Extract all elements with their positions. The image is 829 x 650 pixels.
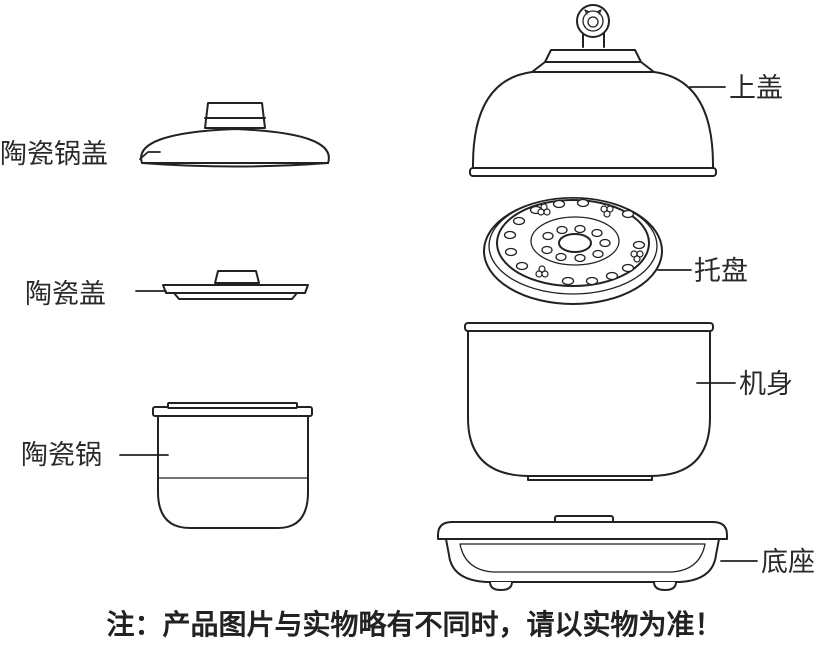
- label-ceramic-pot-lid: 陶瓷锅盖: [0, 139, 108, 170]
- tray: [483, 197, 663, 305]
- label-ceramic-lid: 陶瓷盖: [25, 279, 106, 310]
- upper-lid: [469, 4, 717, 177]
- ceramic-pot: [152, 402, 313, 529]
- tray-holes: [503, 198, 646, 286]
- label-tray: 托盘: [694, 256, 748, 287]
- leader-lines: [119, 86, 758, 562]
- disclaimer-note: 注：产品图片与实物略有不同时，请以实物为准！: [106, 608, 723, 641]
- label-body: 机身: [739, 369, 793, 400]
- base: [437, 515, 728, 591]
- ceramic-pot-lid: [140, 102, 330, 168]
- label-upper-lid: 上盖: [729, 73, 783, 104]
- machine-body: [464, 322, 714, 481]
- label-base: 底座: [761, 547, 815, 578]
- tray-clover-holes: [535, 203, 644, 278]
- ceramic-lid: [162, 270, 309, 300]
- label-ceramic-pot: 陶瓷锅: [21, 440, 102, 471]
